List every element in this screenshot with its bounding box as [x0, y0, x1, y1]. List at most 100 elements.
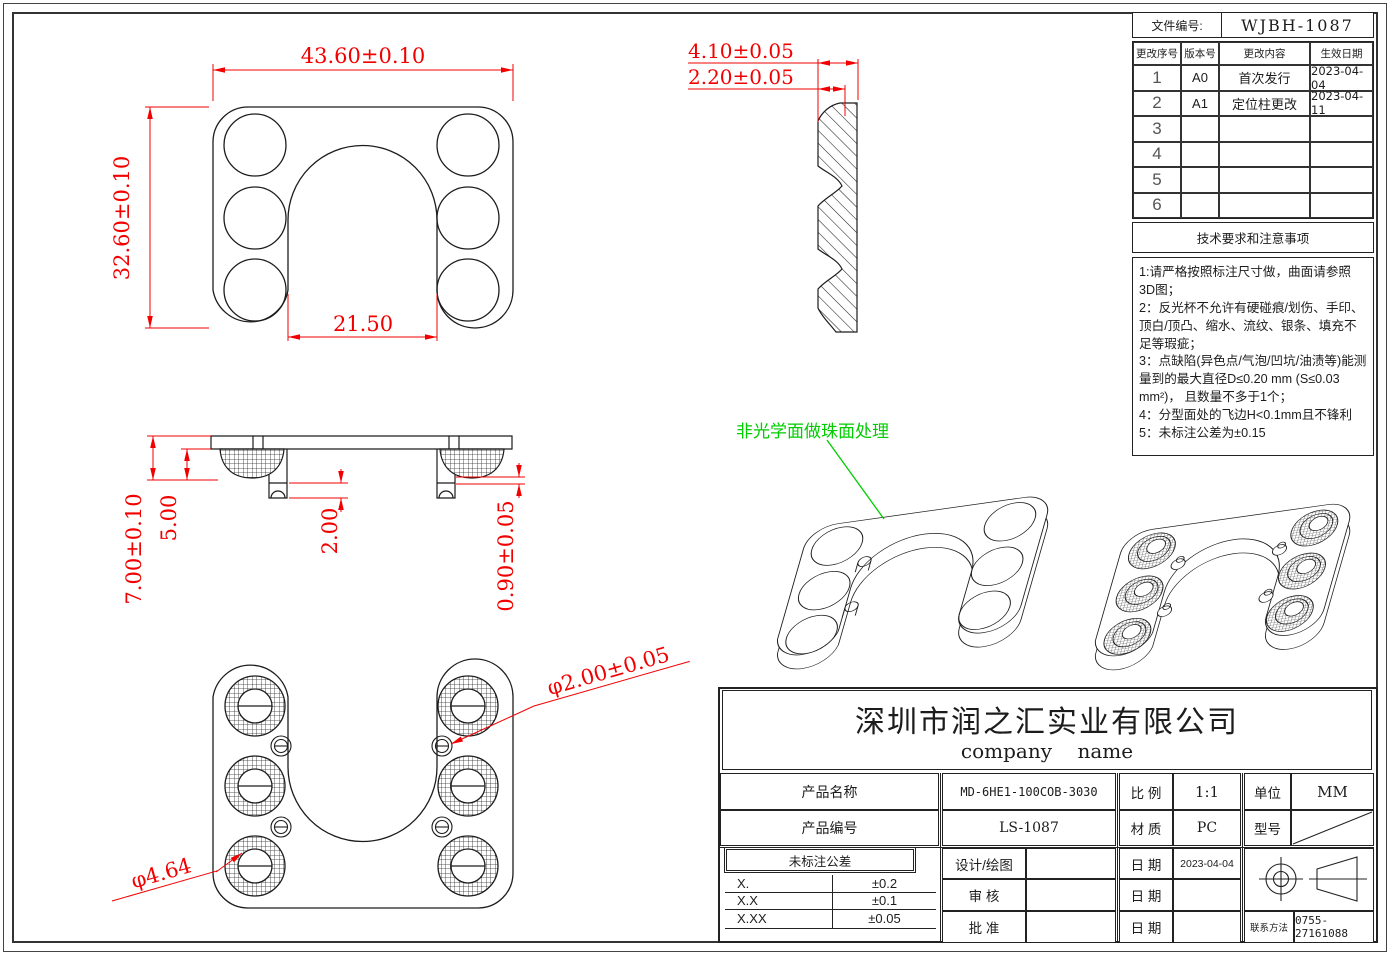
file-number-label: 文件编号:	[1133, 13, 1222, 37]
surface-note-leader	[826, 439, 885, 520]
tech-note: 3：点缺陷(异色点/气泡/凹坑/油渍等)能测量到的最大直径D≤0.20 mm (…	[1139, 354, 1367, 405]
column-separator	[1242, 773, 1243, 943]
column-separator	[1117, 773, 1118, 943]
tech-note: 4：分型面处的飞边H<0.1mm且不锋利	[1139, 408, 1353, 422]
bottom-cups	[224, 675, 499, 897]
rev-seq: 5	[1133, 167, 1181, 193]
check-value	[1026, 879, 1116, 911]
tolerance-key: X.XX	[725, 909, 833, 928]
rev-date: 2023-04-11	[1310, 90, 1373, 116]
tolerance-value: ±0.1	[871, 893, 898, 908]
tolerance-row: X.XX ±0.05	[725, 909, 936, 929]
date-label-approve: 日 期	[1119, 911, 1173, 943]
tolerance-value: ±0.2	[871, 876, 898, 891]
front-plate	[210, 435, 513, 450]
iso-view-bottom-depth	[1094, 517, 1351, 671]
title-block: 深圳市润之汇实业有限公司 company name 产品名称 MD-6HE1-1…	[718, 687, 1378, 943]
date-label-check: 日 期	[1119, 879, 1173, 911]
tech-note: 2：反光杯不允许有硬碰痕/划伤、手印、顶白/顶凸、缩水、流纹、银条、填充不足等瑕…	[1139, 300, 1364, 351]
top-view-outline	[212, 106, 514, 329]
bottom-view-outline	[212, 658, 514, 909]
rev-content: 定位柱更改	[1219, 90, 1310, 116]
tolerance-row: X.X ±0.1	[725, 892, 936, 910]
projection-symbol-cell	[1244, 848, 1374, 911]
front-right-cup	[439, 448, 505, 479]
tolerance-title: 未标注公差	[723, 846, 917, 874]
tolerance-value: ±0.05	[868, 911, 901, 926]
unit-label: 单位	[1244, 773, 1291, 810]
rev-seq: 6	[1133, 192, 1181, 218]
contact-label: 联系方法	[1244, 911, 1294, 943]
top-view-dimensions	[145, 64, 514, 341]
dim-front-peg: 2.00	[318, 508, 342, 555]
model-label: 型号	[1244, 810, 1291, 846]
product-no-label: 产品编号	[720, 810, 939, 846]
rev-version: A0	[1181, 65, 1219, 91]
dim-front-cup: 5.00	[157, 495, 181, 542]
company-name-en: company name	[960, 739, 1134, 763]
tech-note: 5：未标注公差为±0.15	[1139, 425, 1266, 440]
bottom-view	[212, 658, 514, 909]
contact-value: 0755-27161088	[1294, 911, 1374, 943]
section-profile	[817, 102, 858, 333]
dim-section-inner: 2.20±0.05	[688, 65, 794, 89]
tolerance-key: X.	[725, 875, 833, 892]
rev-seq: 3	[1133, 116, 1181, 142]
rev-header: 生效日期	[1310, 42, 1373, 65]
iso-view-top	[777, 496, 1049, 656]
bottom-pegs	[270, 735, 453, 838]
check-label: 审 核	[942, 879, 1026, 911]
date-value-approve	[1173, 911, 1241, 943]
approve-label: 批 准	[942, 911, 1026, 943]
dim-front-step: 0.90±0.05	[494, 500, 518, 611]
company-name-cn: 深圳市润之汇实业有限公司	[855, 705, 1239, 740]
rev-header: 版本号	[1181, 42, 1219, 65]
product-name-value: MD-6HE1-100COB-3030	[942, 773, 1116, 810]
dim-section-total: 4.10±0.05	[688, 39, 794, 63]
front-left-cup	[219, 448, 285, 479]
tech-note: 1:请严格按照标注尺寸做，曲面请参照3D图；	[1139, 265, 1352, 297]
scale-value: 1:1	[1173, 773, 1241, 810]
section-view	[817, 102, 858, 333]
iso-view-bottom	[1094, 503, 1351, 657]
iso-bottom-pegs	[1157, 541, 1288, 618]
first-angle-projection-icon	[1259, 856, 1367, 902]
revision-table: 更改序号 版本号 更改内容 生效日期 1 A0 首次发行 2023-04-04 …	[1132, 41, 1374, 219]
product-name-label: 产品名称	[720, 773, 939, 810]
tech-requirements-notes: 1:请严格按照标注尺寸做，曲面请参照3D图； 2：反光杯不允许有硬碰痕/划伤、手…	[1132, 257, 1374, 456]
material-value: PC	[1173, 810, 1241, 846]
rev-seq: 2	[1133, 90, 1181, 116]
unit-value: MM	[1291, 773, 1374, 810]
tech-requirements-title: 技术要求和注意事项	[1132, 222, 1374, 253]
dim-top-height: 32.60±0.10	[110, 156, 134, 280]
design-label: 设计/绘图	[942, 848, 1026, 879]
date-value-check	[1173, 879, 1241, 911]
rev-seq: 1	[1133, 65, 1181, 91]
date-label-design: 日 期	[1119, 848, 1173, 879]
model-diagonal	[1292, 811, 1373, 845]
date-value-design: 2023-04-04	[1173, 848, 1241, 879]
iso-view-top-depth	[777, 510, 1049, 670]
rev-content: 首次发行	[1219, 65, 1310, 91]
dim-slot-width: 21.50	[333, 312, 393, 336]
product-no-value: LS-1087	[942, 810, 1116, 846]
rev-header: 更改序号	[1133, 42, 1181, 65]
file-number-box: 文件编号: WJBH-1087	[1132, 12, 1374, 38]
sheet-inner-border	[12, 12, 1378, 943]
material-label: 材 质	[1119, 810, 1173, 846]
dim-peg-diameter: φ2.00±0.05	[544, 642, 672, 700]
column-separator	[940, 773, 941, 943]
iso-bottom-cups	[1103, 509, 1339, 655]
section-dimensions	[688, 59, 859, 122]
scale-label: 比 例	[1119, 773, 1173, 810]
dim-top-width: 43.60±0.10	[301, 44, 425, 68]
file-number-value: WJBH-1087	[1241, 15, 1354, 35]
bottom-dimensions	[111, 660, 690, 902]
design-value	[1026, 848, 1116, 879]
rev-header: 更改内容	[1219, 42, 1310, 65]
sheet-outer-border	[3, 3, 1387, 952]
rev-seq: 4	[1133, 141, 1181, 167]
front-dimensions	[147, 435, 525, 512]
company-box: 深圳市润之汇实业有限公司 company name	[722, 690, 1372, 770]
